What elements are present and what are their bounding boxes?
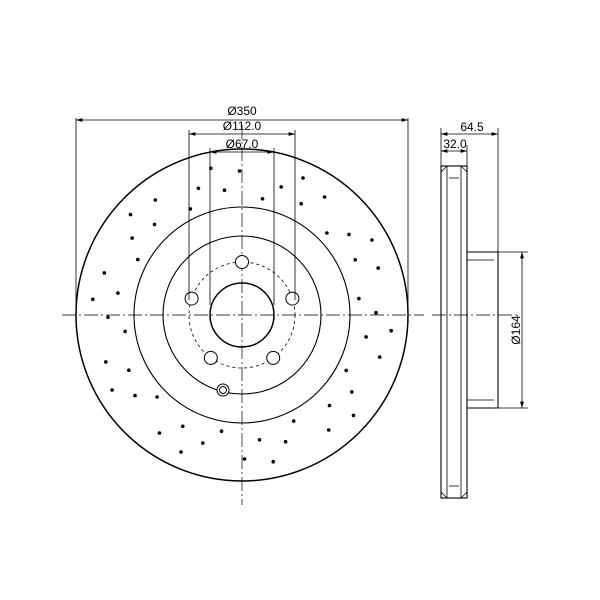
bolt-hole [203, 350, 218, 365]
front-view [62, 125, 424, 505]
drill-hole [153, 198, 158, 202]
hat-diameter-label: Ø164 [509, 315, 523, 345]
drill-hole [326, 428, 331, 432]
drill-hole [271, 459, 276, 464]
drill-hole [222, 188, 227, 192]
dimension-disc-thickness: 32.0 [441, 137, 468, 166]
drill-hole [219, 429, 224, 434]
drill-hole [209, 166, 213, 171]
aux-hole-inner [219, 386, 227, 394]
bolt-circle [188, 261, 296, 369]
total-thickness-label: 64.5 [460, 120, 484, 134]
drill-hole [106, 315, 110, 320]
drill-hole [179, 450, 183, 454]
dimension-total-thickness: 64.5 [440, 120, 499, 252]
drill-hole [374, 310, 378, 315]
drill-hole [155, 395, 159, 399]
bolt-hole [235, 255, 249, 269]
side-hat-outline [467, 251, 499, 409]
drill-hole [91, 297, 95, 302]
dimension-bolt-circle: Ø112.0 [188, 119, 296, 300]
drill-hole [344, 368, 349, 373]
bolt-circle-label: Ø112.0 [223, 119, 262, 133]
bolt-holes [184, 255, 300, 365]
drill-hole [347, 232, 351, 237]
bolt-hole [184, 291, 199, 306]
drill-hole [242, 457, 247, 461]
drill-hole [364, 335, 368, 339]
drill-hole [327, 403, 332, 408]
friction-ring-inner-edge [133, 206, 351, 424]
outer-disc-edge [75, 148, 409, 482]
drill-hole [357, 296, 361, 301]
outer-diameter-label: Ø350 [227, 104, 257, 118]
dimension-center-bore: Ø67.0 [209, 137, 275, 305]
drill-hole [237, 169, 242, 173]
drill-hole [291, 419, 296, 423]
dimension-hat-diameter: Ø164 [498, 251, 528, 409]
drill-hole [377, 355, 382, 359]
drill-hole [370, 238, 374, 242]
drill-hole [299, 201, 304, 206]
drill-hole [351, 413, 356, 418]
drill-hole [376, 266, 381, 270]
drill-hole [123, 329, 127, 334]
dimension-outer-diameter: Ø350 [75, 104, 409, 310]
bolt-hole [285, 291, 300, 306]
drill-hole [301, 176, 305, 180]
drill-hole [157, 431, 162, 435]
drill-hole [181, 424, 185, 429]
bolt-hole [266, 350, 281, 365]
drill-hole [283, 439, 288, 444]
side-disc-outline [440, 165, 468, 499]
drill-hole [136, 257, 140, 262]
drill-hole [116, 291, 120, 295]
drill-hole [104, 360, 108, 364]
drill-hole [152, 222, 157, 227]
drill-hole [350, 390, 354, 394]
drill-hole [130, 236, 134, 240]
drill-hole [353, 258, 358, 262]
drill-hole [196, 186, 201, 191]
center-bore-label: Ø67.0 [226, 137, 259, 151]
drill-hole [127, 368, 131, 373]
drill-hole [389, 328, 394, 333]
drill-hole [102, 271, 107, 275]
drill-hole [279, 185, 284, 189]
center-bore [209, 282, 275, 348]
drill-hole [133, 393, 137, 398]
drill-hole [201, 441, 205, 445]
drill-hole [257, 438, 262, 442]
drill-hole [110, 388, 114, 392]
hat-outer-edge [162, 235, 322, 395]
side-view [432, 165, 520, 499]
drill-hole [325, 231, 329, 235]
drill-hole [128, 212, 133, 217]
drill-hole [322, 195, 327, 199]
disc-thickness-label: 32.0 [443, 137, 467, 151]
drill-holes [91, 166, 394, 464]
drill-hole [260, 197, 265, 201]
